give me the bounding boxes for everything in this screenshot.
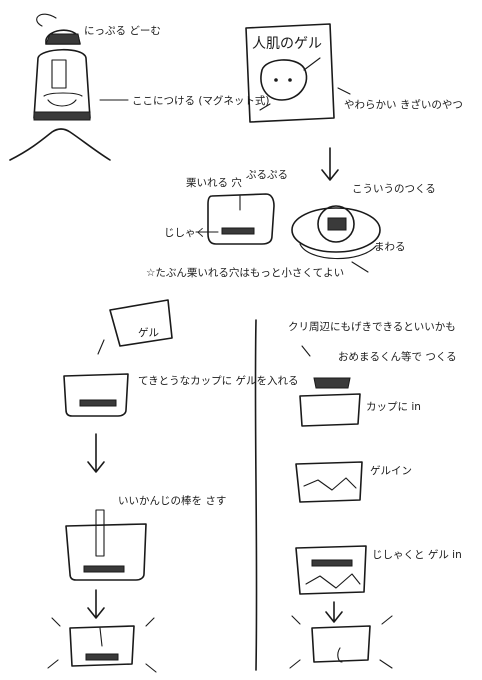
down-arrow-right-1 (321, 147, 339, 181)
frame-title-label: 人肌のゲル (252, 36, 322, 52)
cup-magnet-gel-illustration (295, 545, 367, 595)
gel-bag-illustration (97, 299, 173, 355)
gel-in-label: ゲルイン (370, 465, 412, 477)
gel-bag-label: ゲル (138, 327, 159, 339)
around-chestnut-arrow (301, 345, 311, 357)
down-arrow-left-2 (87, 589, 105, 619)
make-like-this-label: こういうのつくる (352, 183, 436, 195)
column-divider (254, 319, 258, 671)
chestnut-hole-label: 栗いれる 穴 (186, 176, 242, 189)
attach-here-label: ここにつける (マグネット式) (132, 94, 270, 107)
dome-device-illustration (9, 13, 111, 161)
cup-with-gel-illustration (63, 373, 129, 417)
nipple-dome-label: にっぷる どーむ (84, 25, 161, 37)
soft-gel-label: やわらかい きざいのやつ (344, 98, 463, 111)
around-chestnut-label: クリ周辺にもげきできるといいかも (288, 321, 456, 333)
cup-gel-in-illustration (295, 461, 363, 503)
cup-with-mold-illustration (299, 377, 361, 427)
finished-gel-left-illustration (47, 617, 157, 673)
vibration-label: じしゃく (164, 227, 206, 239)
gel-frame-illustration (245, 23, 335, 123)
omanko-pen-label: おめまるくん等で つくる (338, 350, 457, 363)
into-cup-label: カップに in (366, 401, 421, 413)
magnet-gel-in-label: じしゃくと ゲル in (372, 549, 462, 561)
note-hole-label: ☆たぶん栗いれる穴はもっと小さくてよい (146, 266, 344, 279)
down-arrow-right-2 (325, 601, 343, 623)
cup-with-stick-illustration (65, 509, 147, 581)
puru-label: ぷるぷる (246, 169, 288, 181)
down-arrow-left-1 (87, 433, 105, 473)
gel-block-illustration (207, 193, 275, 245)
insert-stick-label: いいかんじの棒を さす (118, 494, 226, 507)
finished-gel-right-illustration (289, 615, 393, 669)
pour-gel-label: てきとうなカップに ゲルを入れる (138, 375, 299, 387)
rotating-disc-illustration (291, 205, 381, 273)
rotates-label: まわる (374, 241, 406, 253)
soft-gel-arrow (337, 87, 351, 95)
